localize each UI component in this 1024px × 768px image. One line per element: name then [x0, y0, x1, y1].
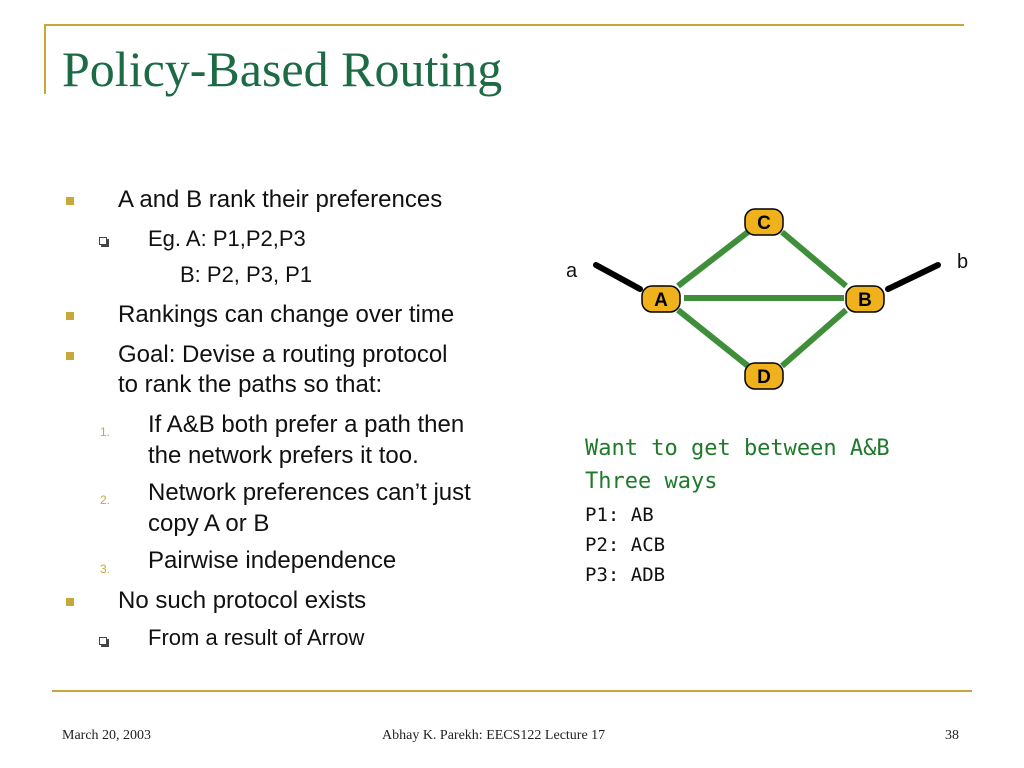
sub-bullet-continuation: B: P2, P3, P1	[180, 262, 313, 287]
square-bullet-icon	[66, 197, 74, 205]
endpoint-b-label: b	[957, 251, 968, 273]
bullet-item: A and B rank their preferences	[118, 186, 443, 213]
numbered-item: Pairwise independence	[148, 547, 397, 574]
node-d-label: D	[757, 367, 771, 388]
numbered-item: Network preferences can’t just	[148, 479, 471, 506]
numbered-continuation: the network prefers it too.	[148, 442, 419, 469]
footer-course: Abhay K. Parekh: EECS122 Lecture 17	[382, 728, 606, 743]
frame-bottom-rule	[52, 690, 972, 692]
sub-bullet-item: From a result of Arrow	[148, 625, 365, 650]
square-bullet-icon	[66, 312, 74, 320]
square-bullet-icon	[66, 352, 74, 360]
frame-left-rule	[44, 24, 46, 94]
path-p1: P1: AB	[585, 504, 654, 526]
bullet-item: Rankings can change over time	[118, 301, 455, 328]
number-marker: 2.	[100, 493, 111, 507]
bullet-item: No such protocol exists	[118, 587, 367, 614]
hollow-bullet-icon	[99, 637, 107, 645]
node-a: A	[641, 285, 681, 313]
footer-date: March 20, 2003	[62, 728, 152, 743]
number-marker: 1.	[100, 425, 111, 439]
node-c-label: C	[757, 213, 771, 234]
square-bullet-icon	[66, 598, 74, 606]
sub-bullet-item: Eg. A: P1,P2,P3	[148, 226, 306, 251]
link-a-d	[676, 307, 750, 369]
hollow-bullet-icon	[99, 237, 107, 245]
bullet-item: Goal: Devise a routing protocol	[118, 341, 448, 368]
note-heading: Want to get between A&B	[585, 436, 890, 461]
node-b-label: B	[858, 290, 872, 311]
node-a-label: A	[654, 290, 668, 311]
numbered-item: If A&B both prefer a path then	[148, 411, 465, 438]
path-p2: P2: ACB	[585, 534, 666, 556]
frame-top-rule	[44, 24, 964, 26]
stub-link-b	[885, 262, 941, 292]
numbered-continuation: copy A or B	[148, 510, 270, 537]
number-marker: 3.	[100, 562, 111, 576]
bullet-continuation: to rank the paths so that:	[118, 371, 383, 398]
node-d-box	[744, 362, 784, 390]
node-c-box	[744, 208, 784, 236]
node-d: D	[744, 362, 784, 390]
node-a-box	[641, 285, 681, 313]
endpoint-a-label: a	[566, 260, 578, 282]
note-subheading: Three ways	[585, 469, 718, 494]
path-p3: P3: ADB	[585, 564, 666, 586]
slide-title: Policy-Based Routing	[62, 41, 503, 97]
node-b: B	[845, 285, 885, 313]
stub-link-a	[593, 262, 643, 292]
link-d-b	[780, 307, 848, 369]
node-c: C	[744, 208, 784, 236]
link-a-c	[676, 229, 750, 289]
footer-page-number: 38	[945, 728, 959, 743]
node-b-box	[845, 285, 885, 313]
link-c-b	[780, 229, 848, 289]
